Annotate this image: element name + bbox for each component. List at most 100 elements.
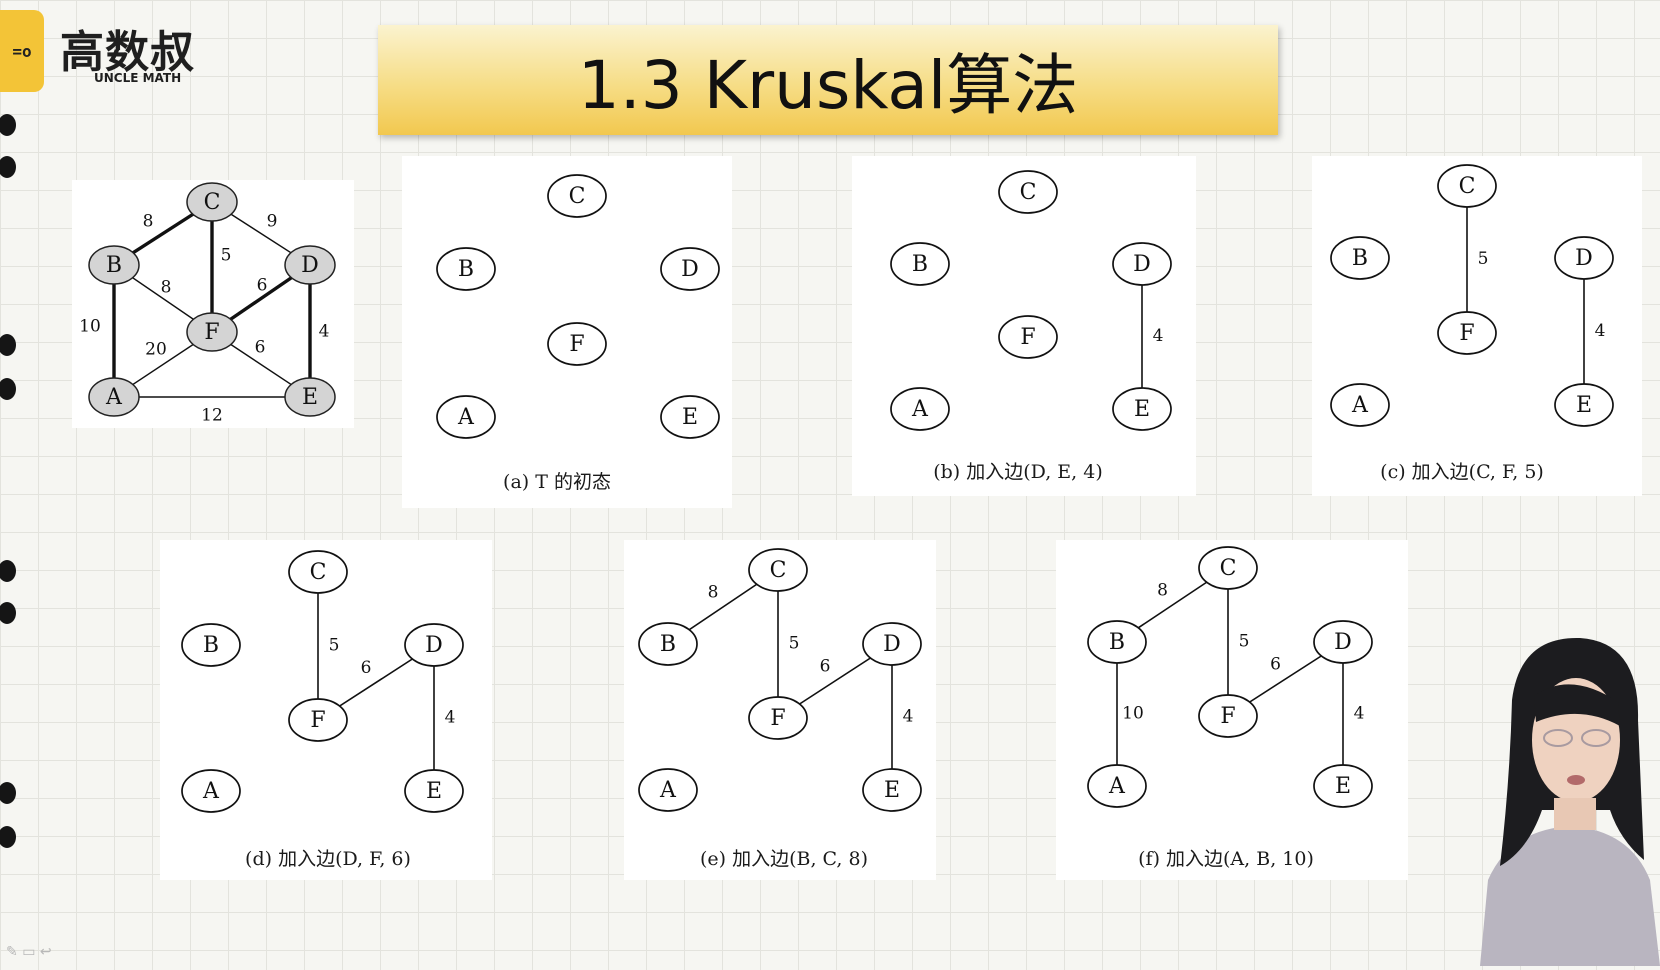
node-label: A xyxy=(1351,393,1369,418)
tree-node xyxy=(998,315,1058,359)
step-caption: (c) 加入边(C, F, 5) xyxy=(1380,461,1544,483)
tree-node xyxy=(748,696,808,740)
edge-weight-label: 20 xyxy=(145,340,167,360)
tree-node xyxy=(1087,620,1147,664)
node-label: D xyxy=(1334,630,1352,655)
graph-node xyxy=(186,182,238,222)
edge-weight-label: 6 xyxy=(361,658,372,678)
tree-node xyxy=(436,247,496,291)
graph-node xyxy=(88,245,140,285)
graph-node xyxy=(186,312,238,352)
node-label: B xyxy=(106,253,122,278)
binder-ring xyxy=(0,602,16,624)
edge-weight-label: 5 xyxy=(1478,249,1489,269)
tree-node xyxy=(404,769,464,813)
node-label: C xyxy=(204,190,221,215)
tree-node xyxy=(181,623,241,667)
edge-weight-label: 12 xyxy=(201,406,223,426)
edge-weight-label: 5 xyxy=(789,634,800,654)
node-label: F xyxy=(1020,325,1035,350)
edge-weight-label: 6 xyxy=(255,338,266,358)
node-label: F xyxy=(204,320,219,345)
tree-node xyxy=(890,387,950,431)
node-label: F xyxy=(310,708,325,733)
edge-weight-label: 8 xyxy=(161,278,172,298)
node-label: A xyxy=(659,778,677,803)
edge-weight-label: 4 xyxy=(445,708,456,728)
tree-node xyxy=(1437,164,1497,208)
graph-node xyxy=(88,377,140,417)
tree-node xyxy=(1313,620,1373,664)
edge-weight-label: 8 xyxy=(1157,581,1168,601)
tree-node xyxy=(1437,311,1497,355)
node-label: A xyxy=(202,779,220,804)
tree-node xyxy=(660,395,720,439)
node-label: E xyxy=(884,778,900,803)
node-label: E xyxy=(1576,393,1592,418)
undo-icon[interactable]: ↩ xyxy=(39,944,52,960)
binder-ring xyxy=(0,378,16,400)
binder-ring xyxy=(0,560,16,582)
graph-node xyxy=(284,377,336,417)
tree-node xyxy=(1198,694,1258,738)
node-label: D xyxy=(883,632,901,657)
presenter-video xyxy=(1450,630,1660,966)
node-label: C xyxy=(1020,180,1037,205)
node-label: A xyxy=(457,405,475,430)
edge-weight-label: 6 xyxy=(820,657,831,677)
edge-weight-label: 5 xyxy=(329,636,340,656)
tree-node xyxy=(748,548,808,592)
edge-weight-label: 10 xyxy=(79,317,101,337)
step-caption: (b) 加入边(D, E, 4) xyxy=(933,461,1103,483)
edge-weight-label: 10 xyxy=(1122,704,1144,724)
tree-node xyxy=(1087,764,1147,808)
edge-weight-label: 4 xyxy=(319,322,330,342)
tree-node xyxy=(436,395,496,439)
tree-node xyxy=(862,768,922,812)
step-caption: (e) 加入边(B, C, 8) xyxy=(700,848,868,870)
edge-weight-label: 5 xyxy=(1239,632,1250,652)
node-label: B xyxy=(458,257,474,282)
node-label: C xyxy=(1220,556,1237,581)
edge-weight-label: 6 xyxy=(1270,655,1281,675)
tree-node xyxy=(890,242,950,286)
edge-weight-label: 6 xyxy=(257,276,268,296)
tree-node xyxy=(1198,546,1258,590)
pen-icon[interactable]: ✎ xyxy=(6,944,18,960)
clipboard-icon[interactable]: ▭ xyxy=(22,944,36,960)
node-label: D xyxy=(681,257,699,282)
node-label: F xyxy=(1459,321,1474,346)
node-label: C xyxy=(770,558,787,583)
tree-node xyxy=(547,322,607,366)
node-label: C xyxy=(569,184,586,209)
edge-weight-label: 8 xyxy=(708,583,719,603)
slide-title: 1.3 Kruskal算法 xyxy=(577,47,1079,124)
tree-node xyxy=(1554,236,1614,280)
brand-logo: =o xyxy=(0,10,44,92)
edge-weight-label: 4 xyxy=(1153,326,1164,346)
binder-ring xyxy=(0,114,16,136)
node-label: D xyxy=(1133,252,1151,277)
step-caption: (d) 加入边(D, F, 6) xyxy=(245,848,411,870)
step-caption: (f) 加入边(A, B, 10) xyxy=(1138,848,1314,870)
toolbar-icons: ✎ ▭ ↩ xyxy=(6,944,52,960)
tree-node xyxy=(404,623,464,667)
tree-node xyxy=(1330,383,1390,427)
graph-node xyxy=(284,245,336,285)
node-label: E xyxy=(1335,774,1351,799)
node-label: A xyxy=(105,385,123,410)
node-label: E xyxy=(682,405,698,430)
tree-node xyxy=(288,698,348,742)
node-label: D xyxy=(1575,246,1593,271)
node-label: E xyxy=(426,779,442,804)
